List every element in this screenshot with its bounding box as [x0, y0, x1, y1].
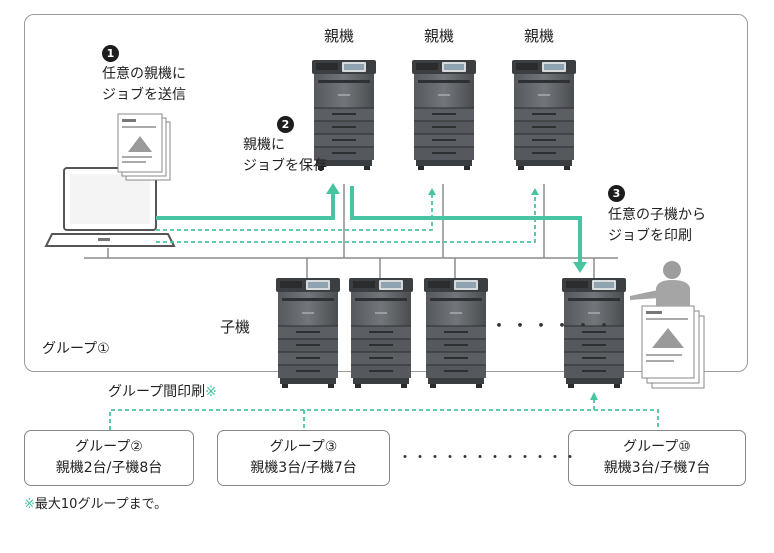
group-3-detail: 親機3台/子機7台	[250, 460, 357, 476]
parent-label-2: 親機	[424, 27, 455, 45]
laptop-icon	[44, 167, 176, 247]
step-3-text-line1: 任意の子機から	[608, 207, 706, 223]
child-machine-1	[275, 277, 341, 389]
inter-group-print-label: グループ間印刷※	[108, 383, 217, 402]
step-3-number: 3	[608, 185, 625, 202]
child-machine-3	[423, 277, 489, 389]
child-label: 子機	[220, 318, 251, 336]
step-1-number: 1	[102, 45, 119, 62]
parent-machine-1	[311, 59, 377, 171]
person-icon	[630, 261, 690, 306]
group-10-detail: 親機3台/子機7台	[603, 460, 711, 476]
step-1-text-line2: ジョブを送信	[102, 87, 186, 103]
step-3-text-line2: ジョブを印刷	[608, 228, 692, 244]
inter-group-note-mark: ※	[205, 384, 217, 400]
inter-group-print-text: グループ間印刷	[108, 384, 206, 400]
children-ellipsis: ・・・・・・	[490, 316, 616, 337]
group-box-10: グループ⑩ 親機3台/子機7台	[568, 430, 746, 486]
footnote-text: 最大10グループまで。	[34, 497, 168, 512]
child-machine-2	[348, 277, 414, 389]
footnote-mark: ※	[24, 497, 35, 512]
step-1-text-line1: 任意の親機に	[102, 66, 186, 82]
parent-label-3: 親機	[524, 27, 555, 45]
groups-ellipsis: ・・・・・・・・・・・・	[398, 450, 578, 466]
step-2-text-line2: ジョブを保存	[243, 158, 327, 174]
group-box-3: グループ③ 親機3台/子機7台	[217, 430, 390, 486]
step-2-number: 2	[277, 116, 294, 133]
group-2-name: グループ②	[75, 439, 143, 455]
group-10-name: グループ⑩	[623, 439, 691, 455]
group-3-name: グループ③	[269, 439, 338, 455]
group-box-2: グループ② 親機2台/子機8台	[24, 430, 194, 486]
group-1-label: グループ①	[42, 341, 110, 357]
parent-machine-3	[511, 59, 577, 171]
group-2-detail: 親機2台/子機8台	[55, 460, 163, 476]
footnote: ※最大10グループまで。	[24, 495, 167, 514]
printed-document-stack-icon	[641, 305, 705, 389]
parent-machine-2	[411, 59, 477, 171]
step-2-text-line1: 親機に	[243, 137, 285, 153]
parent-label-1: 親機	[324, 27, 355, 45]
document-stack-icon	[117, 113, 171, 181]
